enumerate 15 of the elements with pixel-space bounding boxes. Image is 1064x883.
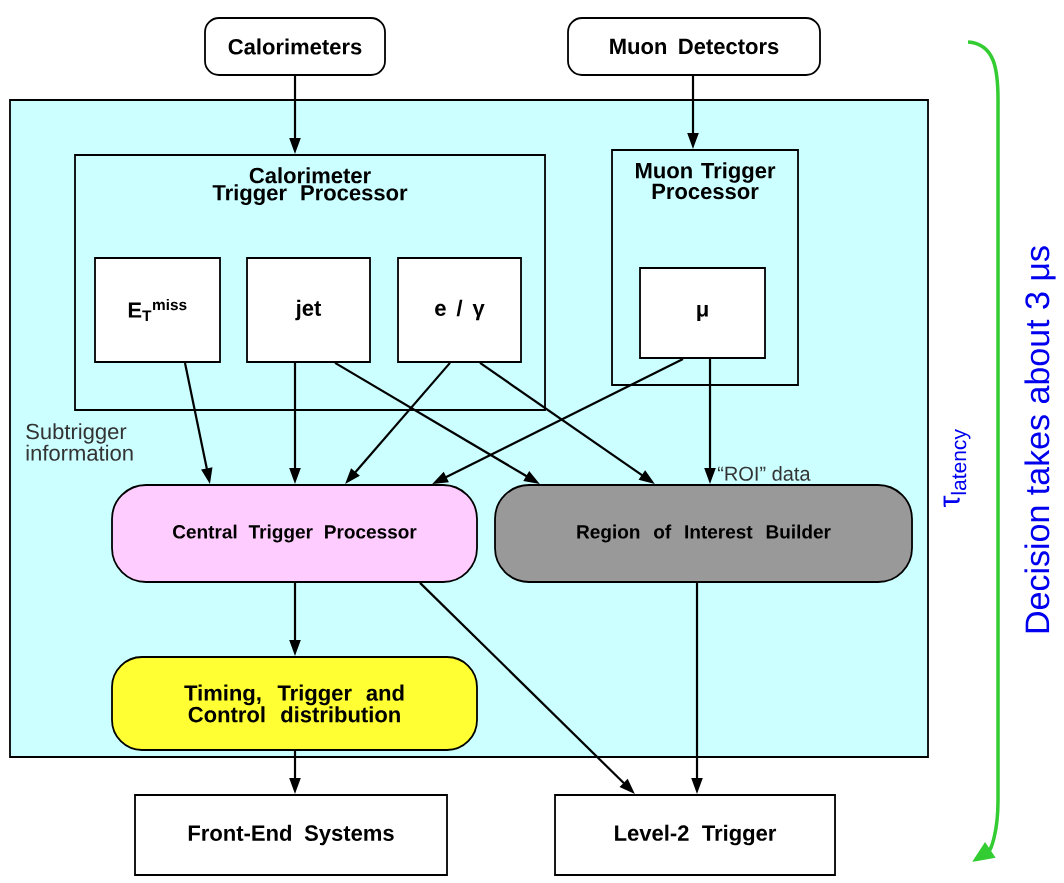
box: Level-2 Trigger [554,794,836,876]
box: μ [639,267,766,359]
annotation-text: Decision takes about 3 μs [1024,246,1056,633]
box: E$_{T}$miss [94,257,221,363]
rounded-box: Muon Detectors [567,17,821,76]
box: jet [246,257,371,363]
rounded-box: Calorimeters [204,17,386,76]
rounded-box: Timing, Trigger and Control distribution [111,656,478,751]
box: e / γ [397,257,522,363]
edge-label: “ROI” data [716,465,812,482]
box: Front-End Systems [134,794,448,876]
latency-symbol: τ$_{latency}$ [943,429,971,508]
rounded-box: Central Trigger Processor [111,484,478,583]
rounded-box: Region of Interest Builder [494,484,913,583]
note-text: Subtrigger information [26,423,133,461]
